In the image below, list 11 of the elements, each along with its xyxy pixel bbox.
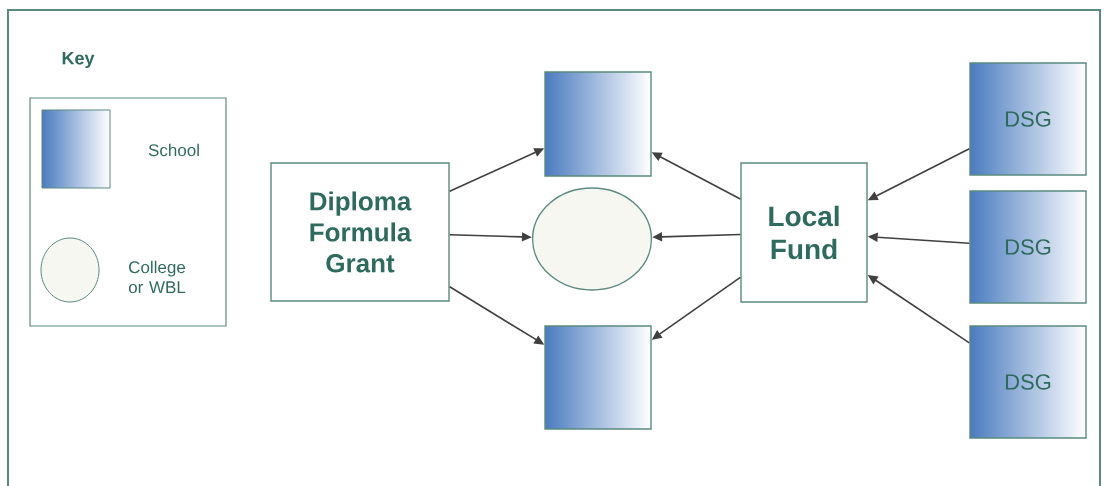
legend-label: College or WBL (128, 260, 186, 294)
dsg-box: DSG (969, 325, 1087, 439)
school-box (544, 325, 652, 430)
process-box: Diploma Formula Grant (270, 162, 450, 302)
process-box: Local Fund (740, 162, 868, 303)
key-heading: Key (62, 51, 95, 69)
college-circle (531, 187, 653, 291)
school-box (544, 71, 652, 177)
legend-label: School (148, 143, 199, 157)
dsg-box: DSG (969, 190, 1087, 304)
dsg-box: DSG (969, 62, 1087, 176)
